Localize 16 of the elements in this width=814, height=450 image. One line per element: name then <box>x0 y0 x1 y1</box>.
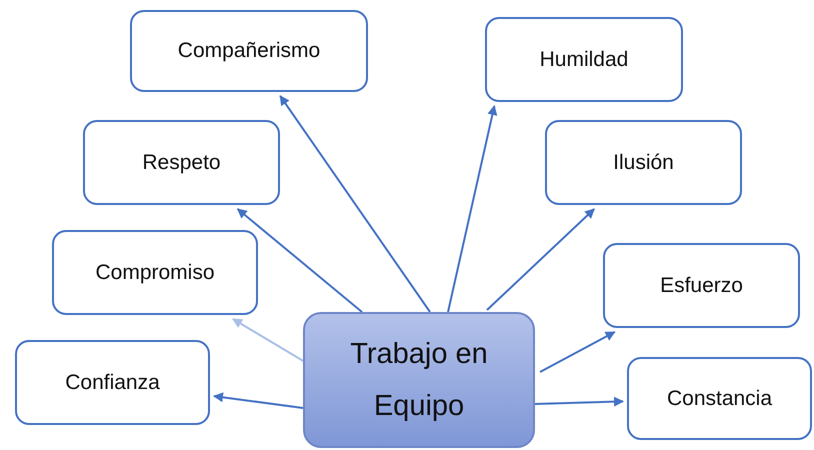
concept-box: Esfuerzo <box>603 243 800 328</box>
arrow <box>534 396 624 407</box>
central-box: Trabajo en Equipo <box>303 312 535 448</box>
concept-box: Ilusión <box>545 120 742 205</box>
arrow <box>236 208 363 313</box>
arrow <box>279 95 431 313</box>
concept-box: Constancia <box>627 357 812 440</box>
concept-box: Confianza <box>15 340 210 425</box>
concept-box: Humildad <box>485 17 683 102</box>
arrow <box>540 331 616 373</box>
arrow <box>447 105 498 312</box>
concept-box: Compañerismo <box>130 10 368 92</box>
concept-box: Respeto <box>83 120 280 205</box>
arrow <box>213 392 304 409</box>
concept-box: Compromiso <box>52 230 258 315</box>
arrow <box>486 208 595 311</box>
